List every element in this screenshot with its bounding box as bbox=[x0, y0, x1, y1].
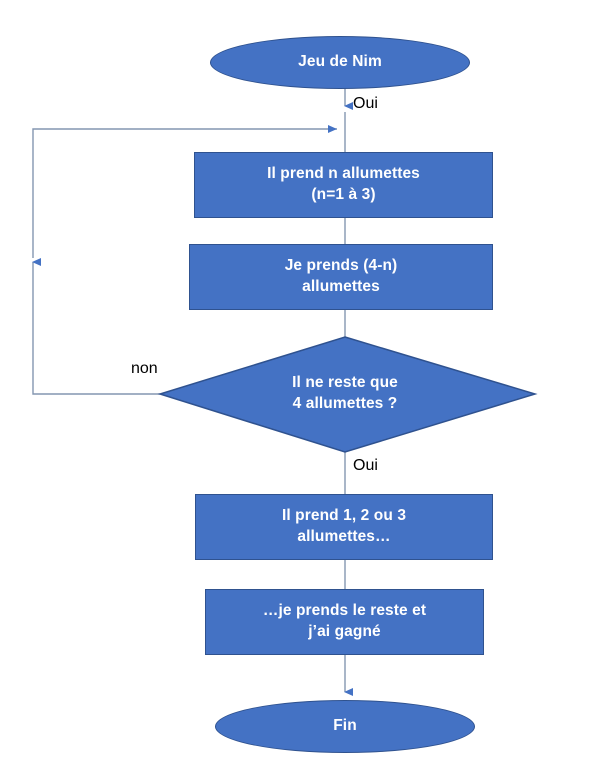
node-step3-line2: allumettes… bbox=[297, 528, 391, 545]
node-step4-line1: …je prends le reste et bbox=[262, 602, 427, 620]
node-step2[interactable]: Je prends (4-n) allumettes bbox=[189, 244, 493, 310]
node-step2-line2: allumettes bbox=[302, 278, 380, 295]
node-step1-line1: Il prend n allumettes bbox=[267, 165, 420, 183]
node-decision[interactable]: Il ne reste que 4 allumettes ? bbox=[225, 360, 465, 428]
node-decision-line1: Il ne reste que bbox=[292, 374, 398, 392]
connector-decision-no-upleg bbox=[32, 258, 160, 395]
edge-label-decision-non: non bbox=[131, 360, 158, 377]
node-step3[interactable]: Il prend 1, 2 ou 3 allumettes… bbox=[195, 494, 493, 560]
connector-decision-no-return bbox=[32, 125, 337, 258]
edge-label-decision-oui: Oui bbox=[353, 457, 378, 474]
node-step4-line2: j’ai gagné bbox=[308, 623, 381, 640]
edge-label-start-oui: Oui bbox=[353, 95, 378, 112]
node-start[interactable]: Jeu de Nim bbox=[210, 36, 470, 89]
node-end-label: Fin bbox=[333, 717, 357, 735]
node-start-label: Jeu de Nim bbox=[298, 53, 382, 71]
node-step3-line1: Il prend 1, 2 ou 3 bbox=[281, 507, 407, 525]
node-step1[interactable]: Il prend n allumettes (n=1 à 3) bbox=[194, 152, 493, 218]
node-end[interactable]: Fin bbox=[215, 700, 475, 753]
node-step4[interactable]: …je prends le reste et j’ai gagné bbox=[205, 589, 484, 655]
decision-diamond-shape bbox=[157, 336, 538, 453]
node-step2-line1: Je prends (4-n) bbox=[284, 257, 398, 275]
node-step1-line2: (n=1 à 3) bbox=[311, 186, 376, 203]
node-decision-line2: 4 allumettes ? bbox=[292, 395, 398, 412]
